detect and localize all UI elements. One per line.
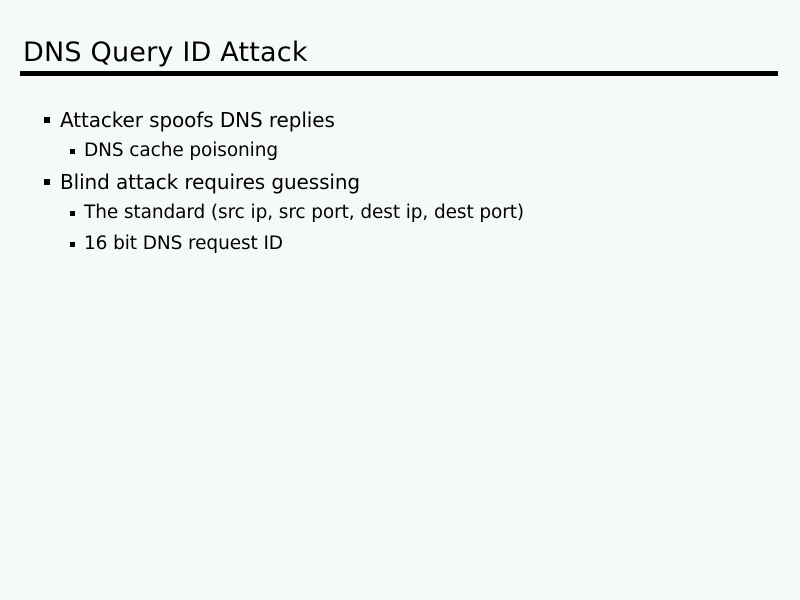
list-item-label: Blind attack requires guessing <box>60 170 361 194</box>
page-title: DNS Query ID Attack <box>23 37 308 68</box>
square-bullet-icon <box>44 179 50 185</box>
square-bullet-icon <box>44 117 50 123</box>
list-item-label: Attacker spoofs DNS replies <box>60 108 335 132</box>
square-bullet-icon <box>70 242 75 247</box>
title-divider <box>20 71 778 76</box>
list-item: Attacker spoofs DNS replies <box>0 108 800 139</box>
list-item: 16 bit DNS request ID <box>0 232 800 263</box>
list-item: The standard (src ip, src port, dest ip,… <box>0 201 800 232</box>
list-item: Blind attack requires guessing <box>0 170 800 201</box>
square-bullet-icon <box>70 149 75 154</box>
list-item-label: 16 bit DNS request ID <box>84 233 283 254</box>
square-bullet-icon <box>70 211 75 216</box>
list-item-label: The standard (src ip, src port, dest ip,… <box>84 202 525 223</box>
list-item: DNS cache poisoning <box>0 139 800 170</box>
list-item-label: DNS cache poisoning <box>84 140 278 161</box>
slide-body: Attacker spoofs DNS replies DNS cache po… <box>0 108 800 263</box>
